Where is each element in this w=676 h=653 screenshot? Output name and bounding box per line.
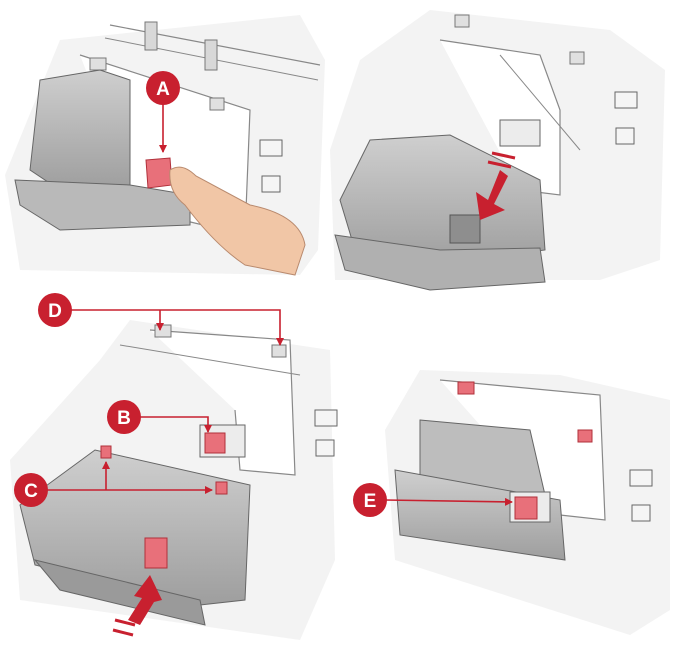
housing-latch bbox=[144, 537, 168, 569]
finger bbox=[169, 166, 306, 276]
panel-step-3: D B C bbox=[10, 293, 338, 640]
presser-foot-housing bbox=[19, 449, 251, 606]
connector-port bbox=[614, 91, 638, 109]
callout-d-label: D bbox=[48, 301, 62, 322]
housing-base bbox=[14, 179, 191, 231]
callout-b-marker bbox=[107, 400, 141, 434]
mount-latch bbox=[204, 432, 226, 454]
connector-port bbox=[615, 127, 635, 145]
callout-e-marker bbox=[353, 483, 387, 517]
connector-port bbox=[315, 439, 335, 457]
presser-foot-housing bbox=[29, 69, 131, 191]
machine-body bbox=[439, 39, 561, 196]
push-up-arrow bbox=[128, 575, 162, 625]
callout-b-label: B bbox=[117, 408, 131, 429]
panel-step-4: E bbox=[353, 370, 670, 635]
connector-port bbox=[631, 504, 651, 522]
callout-a-marker bbox=[146, 71, 180, 105]
mount-latch-locked bbox=[514, 496, 538, 520]
callout-d-marker bbox=[38, 293, 72, 327]
alignment-pin bbox=[100, 445, 112, 459]
panel-step-1: A bbox=[5, 15, 325, 276]
connector-port bbox=[261, 175, 281, 193]
mount-bracket bbox=[499, 119, 541, 147]
connector-port bbox=[259, 139, 283, 157]
housing-base bbox=[334, 234, 546, 291]
push-down-arrow bbox=[476, 170, 508, 220]
panel-step-2 bbox=[330, 10, 665, 291]
callout-c-label: C bbox=[24, 481, 38, 502]
connector-port bbox=[314, 409, 338, 427]
callout-a-label: A bbox=[156, 79, 170, 100]
alignment-pin bbox=[215, 481, 228, 495]
callout-c-marker bbox=[14, 473, 48, 507]
callout-e-label: E bbox=[364, 491, 377, 512]
rail-clip bbox=[204, 39, 218, 71]
release-button bbox=[145, 157, 173, 189]
rail-clip bbox=[144, 21, 158, 51]
connector-port bbox=[629, 469, 653, 487]
presser-foot-housing bbox=[394, 469, 566, 561]
